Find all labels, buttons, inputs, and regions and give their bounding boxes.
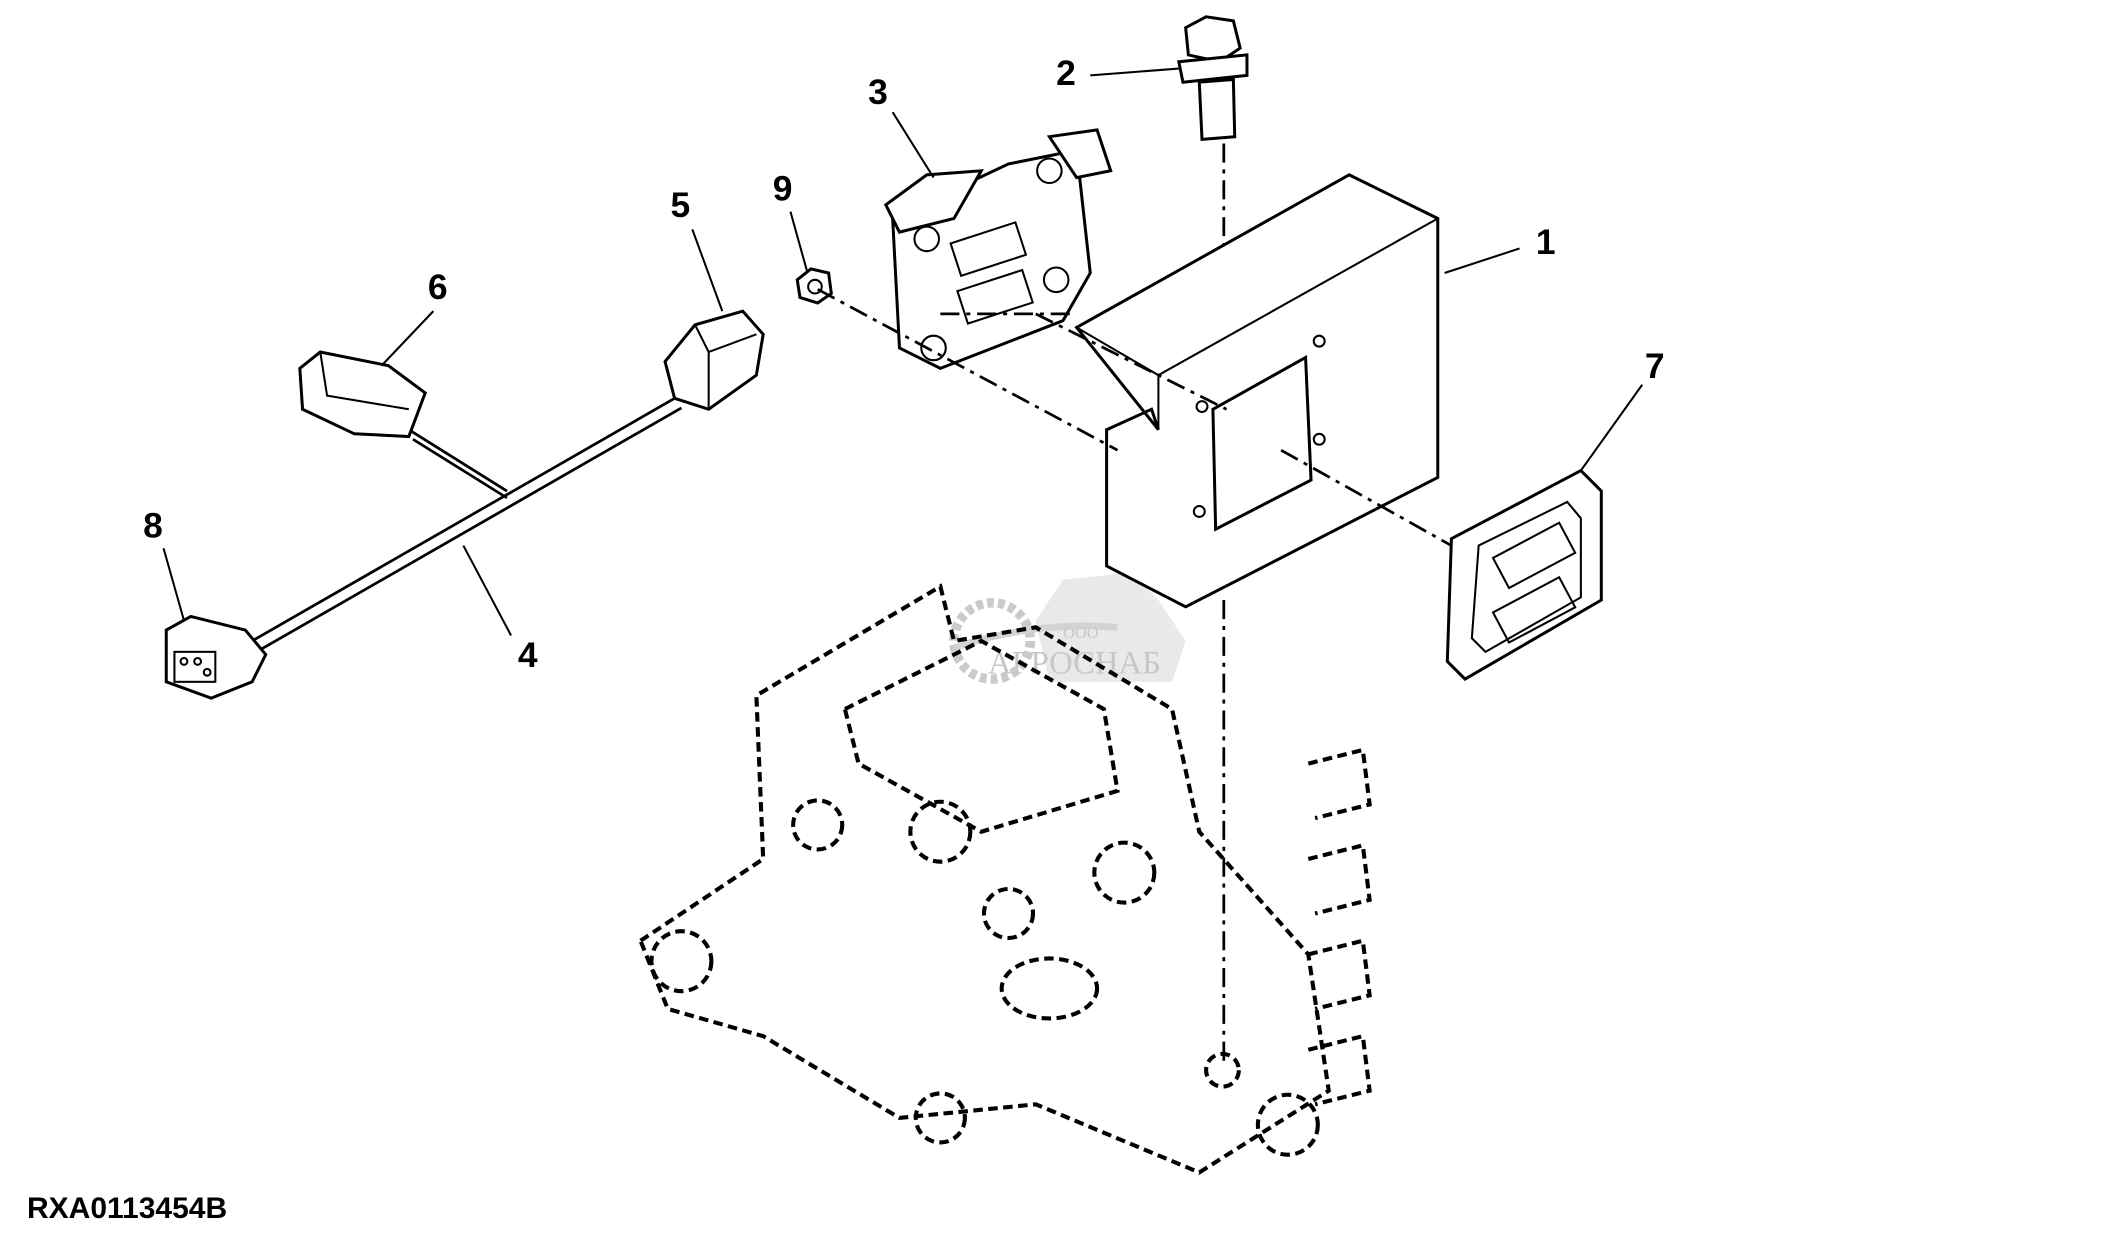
- callout-2: 2: [1056, 53, 1076, 93]
- connector-8: [164, 614, 268, 700]
- switch-cover-7: [1445, 468, 1603, 681]
- controller-module-3: [883, 128, 1113, 371]
- callout-4: 4: [518, 635, 538, 675]
- bracket-1: [1074, 173, 1440, 609]
- connector-5: [663, 309, 765, 411]
- bolt-2: [1177, 15, 1249, 142]
- assembly-centerlines: [817, 143, 1453, 1064]
- leader-lines: [162, 67, 1644, 636]
- callout-9: 9: [773, 169, 793, 209]
- callouts: 1 2 3 4 5 6 7 8 9: [143, 53, 1665, 675]
- callout-3: 3: [868, 72, 888, 112]
- callout-5: 5: [671, 185, 691, 225]
- callout-6: 6: [428, 267, 448, 307]
- nut-9: [795, 267, 833, 305]
- connector-6: [298, 350, 428, 439]
- wiring-harness: [164, 309, 765, 700]
- callout-7: 7: [1645, 346, 1665, 386]
- valve-assembly: [638, 583, 1372, 1175]
- figure-code: RXA0113454B: [27, 1192, 228, 1225]
- callout-1: 1: [1536, 222, 1556, 262]
- callout-8: 8: [143, 505, 163, 545]
- watermark-prefix: ООО: [1063, 623, 1099, 642]
